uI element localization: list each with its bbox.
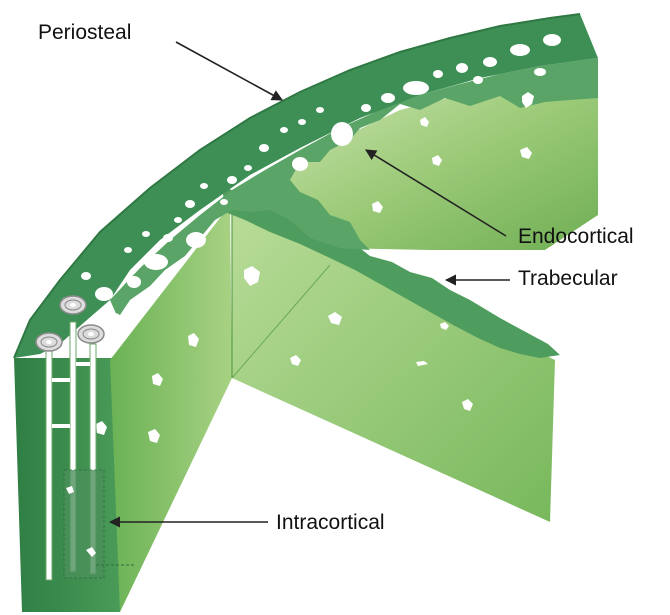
periosteal-label: Periosteal <box>38 22 131 43</box>
trabecular-label: Trabecular <box>518 268 618 289</box>
intracortical-label: Intracortical <box>276 512 385 533</box>
trabecular-section-face <box>232 205 555 522</box>
endocortical-label: Endocortical <box>518 226 634 247</box>
periosteal-arrow <box>176 42 282 100</box>
